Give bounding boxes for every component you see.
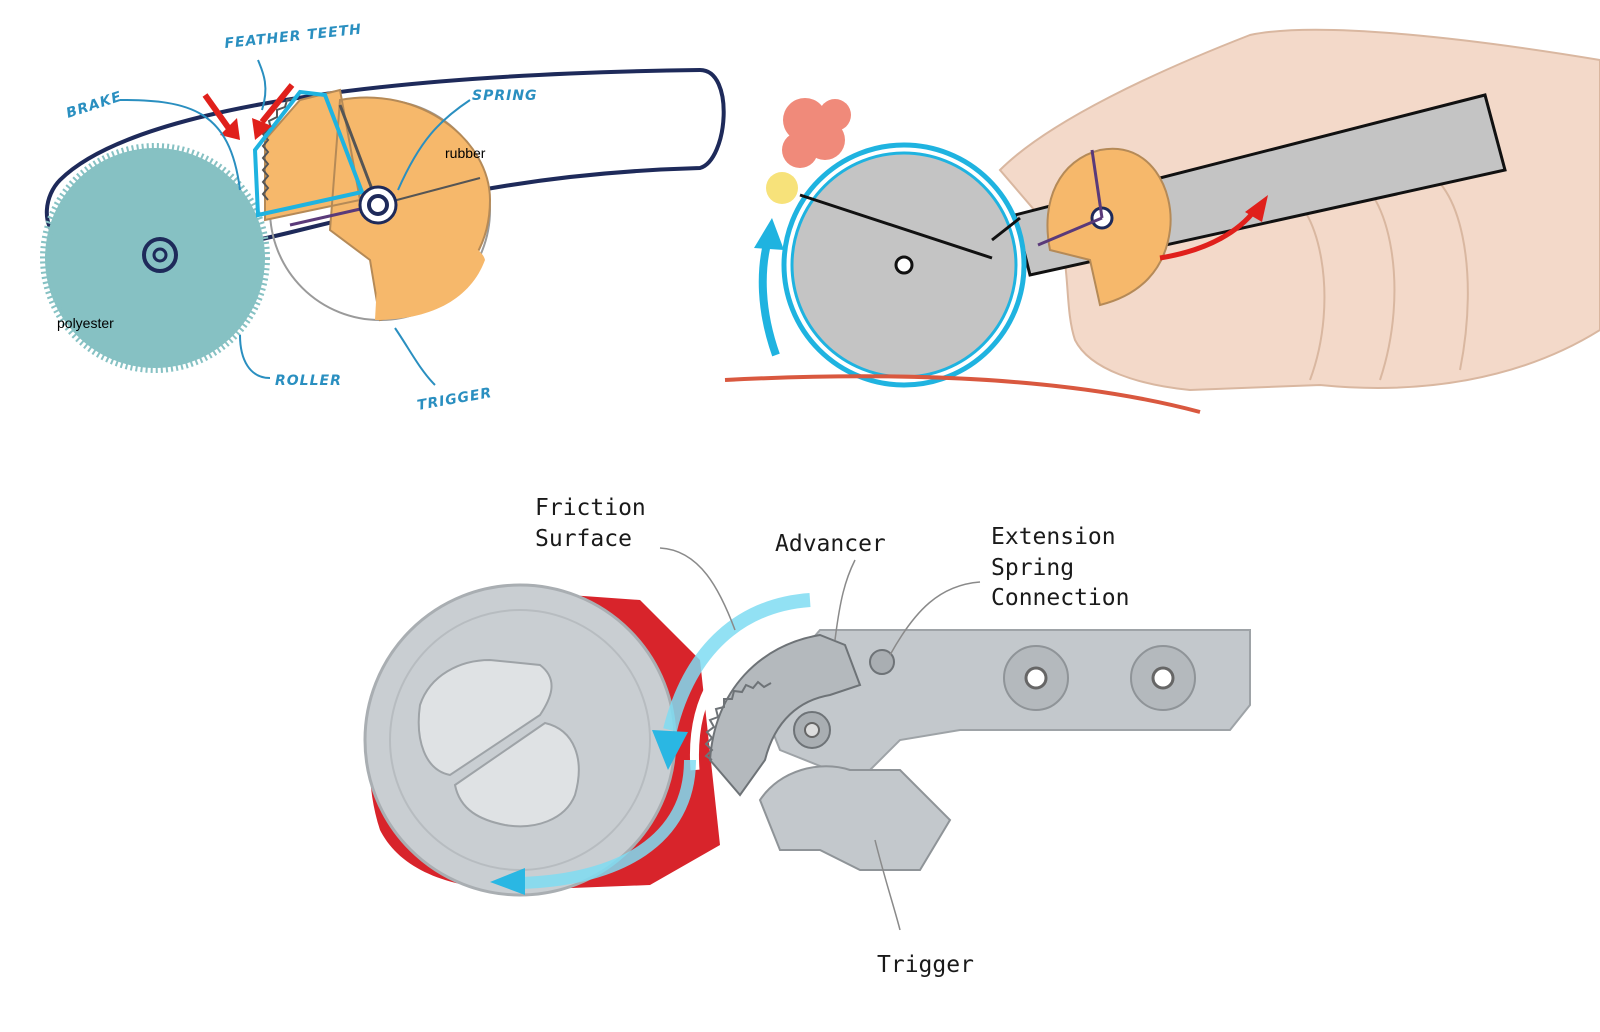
- printed-part-photo: Friction Surface Advancer Extension Spri…: [0, 440, 1600, 1028]
- rotate-arrow-icon: [754, 218, 784, 357]
- gear-teeth: [261, 97, 296, 201]
- label-spring: SPRING: [472, 88, 538, 104]
- label-roller: ROLLER: [275, 373, 342, 389]
- usage-illustration: [720, 0, 1600, 440]
- friction-arc: [689, 625, 782, 771]
- label-rubber: rubber: [445, 145, 486, 161]
- label-extension-spring-1: Extension: [991, 524, 1116, 550]
- roller-shape: [40, 143, 270, 373]
- label-friction-surface-1: Friction: [535, 495, 646, 521]
- yellow-particle: [766, 172, 798, 204]
- label-brake: BRAKE: [64, 89, 124, 122]
- feather-teeth-highlight: [252, 89, 365, 218]
- mounting-boss-1: [1003, 645, 1069, 711]
- advancer-teeth: [704, 680, 772, 761]
- surface-line: [724, 374, 1201, 414]
- curved-arrow-icon: [490, 593, 811, 895]
- photo-drawing: Friction Surface Advancer Extension Spri…: [363, 495, 1251, 978]
- red-arrow-icon: [202, 83, 295, 140]
- label-advancer: Advancer: [775, 531, 886, 557]
- label-friction-surface-2: Surface: [535, 526, 632, 552]
- mounting-boss-2: [1130, 645, 1196, 711]
- label-trigger: TRIGGER: [416, 385, 494, 414]
- label-extension-spring-2: Spring: [991, 555, 1074, 581]
- usage-drawing: [724, 28, 1600, 414]
- trigger-lobe: [375, 230, 485, 320]
- label-polyester: polyester: [57, 315, 114, 331]
- red-curved-arrow-icon: [1159, 195, 1268, 261]
- usage-roller-ring: [781, 142, 1027, 388]
- label-trigger-photo: Trigger: [877, 952, 974, 978]
- roller-hub: [417, 658, 553, 777]
- spring-post: [869, 649, 895, 675]
- dust-puff-icon: [782, 98, 851, 168]
- trigger-lever: [758, 765, 952, 871]
- label-feather-teeth: FEATHER TEETH: [224, 22, 363, 52]
- mechanism-sketch: FEATHER TEETH BRAKE SPRING rubber polyes…: [0, 0, 760, 440]
- label-extension-spring-3: Connection: [991, 585, 1129, 611]
- sketch-drawing: FEATHER TEETH BRAKE SPRING rubber polyes…: [40, 22, 726, 414]
